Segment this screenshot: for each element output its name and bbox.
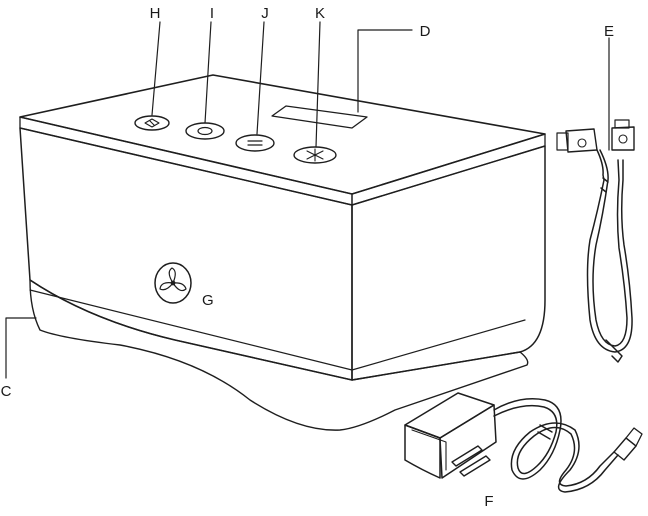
button-i[interactable] bbox=[186, 123, 224, 139]
label-h: H bbox=[150, 5, 161, 22]
leader-i bbox=[205, 22, 211, 123]
display-window bbox=[272, 106, 367, 128]
usb-connector-left bbox=[557, 129, 597, 152]
usb-connector-right bbox=[612, 120, 634, 150]
leader-d bbox=[358, 30, 412, 112]
adapter-front-face bbox=[405, 425, 440, 478]
device-right-face bbox=[352, 146, 545, 380]
label-j: J bbox=[261, 5, 269, 22]
device-top-rim-right bbox=[352, 134, 545, 205]
device-top-face bbox=[20, 75, 545, 194]
label-g: G bbox=[202, 292, 214, 309]
adapter-barrel-plug bbox=[614, 428, 642, 460]
leader-h bbox=[152, 22, 160, 115]
button-h-symbol bbox=[145, 119, 159, 127]
power-adapter bbox=[405, 393, 642, 492]
button-k-symbol bbox=[307, 149, 323, 161]
label-k: K bbox=[315, 5, 325, 22]
button-k[interactable] bbox=[294, 147, 336, 163]
leader-lines bbox=[6, 22, 609, 378]
device-base-band bbox=[30, 280, 528, 430]
leader-c bbox=[6, 318, 36, 378]
fan-badge bbox=[155, 263, 191, 303]
leader-j bbox=[257, 22, 264, 134]
fan-icon bbox=[160, 268, 186, 291]
device-seam-line bbox=[30, 290, 525, 370]
label-c: C bbox=[1, 383, 12, 400]
label-f: F bbox=[484, 493, 493, 510]
top-buttons bbox=[135, 116, 336, 163]
label-i: I bbox=[210, 5, 214, 22]
callout-labels: H I J K D E G C F bbox=[1, 5, 614, 510]
label-e: E bbox=[604, 23, 614, 40]
button-h[interactable] bbox=[135, 116, 169, 130]
button-j-symbol bbox=[248, 141, 262, 145]
button-i-symbol bbox=[198, 128, 212, 135]
usb-cable-strands bbox=[588, 150, 633, 362]
adapter-top-face bbox=[405, 393, 494, 438]
button-j[interactable] bbox=[236, 135, 274, 151]
usb-cable bbox=[557, 120, 634, 362]
label-d: D bbox=[420, 23, 431, 40]
device-body bbox=[20, 75, 545, 430]
adapter-cable bbox=[494, 399, 618, 492]
leader-k bbox=[316, 22, 320, 147]
